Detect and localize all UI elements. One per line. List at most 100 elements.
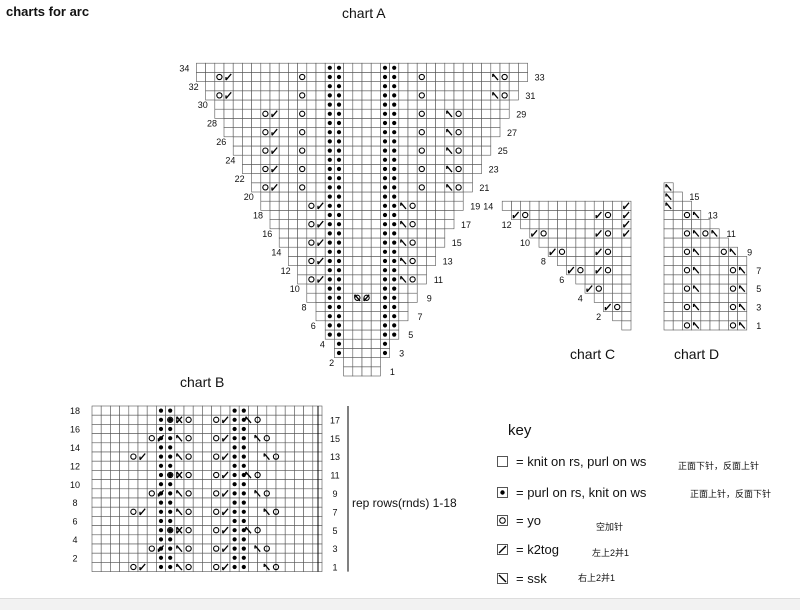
row-number-left: 6 [559, 275, 564, 285]
chart-cell [398, 292, 409, 303]
row-number-right: 11 [434, 275, 443, 285]
chart-cell [416, 145, 427, 156]
chart-cell [343, 154, 354, 165]
key-item-label: = yo [516, 512, 541, 528]
chart-cell [352, 366, 363, 377]
purl-dot [241, 482, 246, 487]
chart-cell [435, 118, 446, 128]
chart-cell [257, 488, 268, 499]
chart-cell [584, 228, 595, 239]
row-number-right: 9 [427, 293, 432, 303]
chart-cell [128, 562, 139, 572]
chart-cell [284, 470, 295, 480]
chart-cell [137, 516, 148, 526]
chart-cell [361, 256, 372, 266]
chart-cell [297, 237, 308, 248]
chart-cell [612, 256, 623, 266]
k2tog-slash [512, 211, 520, 219]
chart-cell [718, 311, 729, 322]
chart-cell [312, 525, 323, 536]
chart-cell [211, 543, 222, 554]
chart-cell [146, 516, 157, 526]
chart-cell [303, 424, 314, 434]
ssk-backslash [693, 303, 700, 311]
chart-cell [718, 283, 729, 294]
chart-cell [284, 506, 295, 517]
chart-cell [575, 246, 586, 257]
chart-cell [490, 108, 501, 119]
chart-cell [407, 173, 418, 184]
chart-cell [672, 311, 683, 322]
purl-dot [327, 102, 332, 107]
purl-dot [158, 463, 164, 468]
chart-cell [110, 433, 120, 444]
chart-cell [682, 274, 692, 285]
row-number-right: 5 [408, 330, 413, 340]
chart-cell [257, 442, 268, 453]
purl-dot [336, 93, 342, 98]
ssk-backslash [711, 229, 718, 237]
chart-cell [444, 219, 455, 230]
chart-cell [416, 99, 427, 110]
chart-cell [700, 219, 711, 230]
chart-cell [128, 543, 139, 554]
chart-cell [297, 99, 308, 110]
chart-cell [407, 62, 418, 73]
chart-cell [174, 497, 185, 508]
chart-cell [91, 442, 102, 453]
purl-dot [232, 500, 237, 505]
purl-dot [392, 120, 397, 126]
row-number-right: 3 [399, 349, 404, 359]
chart-cell [435, 145, 446, 156]
chart-cell [407, 127, 418, 138]
chart-cell [612, 246, 623, 257]
chart-cell [718, 302, 729, 312]
purl-dot [392, 332, 397, 337]
chart-cell [294, 516, 304, 526]
chart-cell [315, 302, 326, 312]
chart-cell [269, 210, 280, 220]
purl-dot [392, 130, 397, 135]
yo-circle [418, 110, 425, 117]
chart-cell [294, 470, 304, 480]
k2tog-slash [271, 183, 278, 191]
chart-cell [128, 497, 139, 508]
chart-cell [91, 460, 102, 471]
ssk-backslash [400, 202, 407, 210]
chart-cell [426, 81, 436, 92]
chart-cell [288, 173, 298, 184]
yo-circle [213, 527, 220, 534]
purl-dot [336, 166, 342, 172]
chart-cell [520, 219, 531, 230]
purl-dot [241, 500, 246, 505]
chart-cell [269, 90, 280, 101]
chart-cell [603, 246, 613, 257]
chart-cell [352, 99, 363, 110]
chart-cell [426, 237, 436, 248]
yo-circle [683, 248, 691, 255]
chart-cell [343, 99, 354, 110]
chart-cell [297, 200, 308, 211]
yo-circle [501, 73, 508, 81]
ssk-backslash [245, 416, 252, 424]
chart-cell [119, 562, 130, 572]
chart-cell [205, 81, 216, 92]
yo-circle [254, 416, 261, 423]
key-item-chinese-label: 正面上针，反面下针 [690, 489, 772, 499]
ssk-backslash [693, 285, 700, 293]
chart-cell [297, 145, 308, 156]
purl-dot [232, 518, 237, 524]
chart-cell [303, 442, 314, 453]
chart-cell [398, 136, 409, 147]
chart-cell [275, 433, 286, 444]
yo-circle [540, 230, 547, 237]
chart-cell [426, 154, 436, 165]
chart-cell [297, 173, 308, 184]
chart-cell [407, 228, 418, 239]
chart-cell [728, 320, 738, 331]
chart-cell [612, 200, 623, 211]
chart-cell [306, 228, 317, 239]
chart-cell [192, 488, 203, 499]
chart-cell [737, 292, 748, 303]
